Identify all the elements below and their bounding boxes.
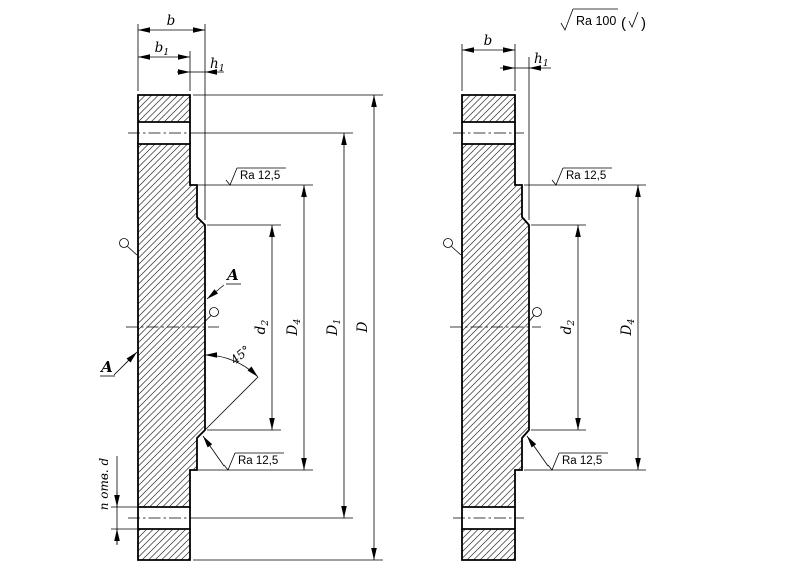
flange-body-section <box>137 143 206 508</box>
roughness-tick-icon <box>225 167 238 186</box>
dim-d2-base: d <box>253 325 269 334</box>
flange-body-section <box>461 143 530 508</box>
roughness-leader-arrow <box>526 435 549 467</box>
roughness-value: Ra 12,5 <box>240 170 280 182</box>
surface-mark-leader <box>451 246 462 256</box>
dim-D4-base: D <box>285 324 301 336</box>
dim-b1-sub: 1 <box>163 47 169 58</box>
surface-marks-left <box>119 238 219 322</box>
dim-D4-base: D <box>619 324 635 336</box>
right-dimensions: b h1 d2 D4 <box>461 33 646 471</box>
general-roughness-note: Ra 100 ( ) <box>560 8 646 32</box>
roughness-value: Ra 12,5 <box>562 455 602 467</box>
dim-label-d2: d2 <box>559 320 577 335</box>
dim-label-D1: D1 <box>325 319 343 337</box>
dim-label-D4: D4 <box>285 319 303 337</box>
roughness-tick-icon <box>223 452 236 471</box>
dim-label-b1: b1 <box>155 40 170 58</box>
surface-mark-circle <box>532 307 542 317</box>
dim-label-h1: h1 <box>534 51 549 69</box>
roughness-tick-icon <box>560 8 574 31</box>
dim-d2-sub: 2 <box>566 320 577 327</box>
dim-D4-sub: 4 <box>292 319 303 326</box>
flange-bottom-flank <box>137 528 191 561</box>
right-flange-view <box>450 94 541 561</box>
angle-arc <box>204 352 259 378</box>
flange-top-flank <box>137 94 191 123</box>
dim-label-D4: D4 <box>619 319 637 337</box>
left-flange-view <box>126 94 219 561</box>
roughness-tick-icon <box>628 11 639 28</box>
surface-a-callouts: A A <box>99 266 241 377</box>
roughness-value: Ra 12,5 <box>238 455 278 467</box>
chamfer-angle-label: 45° <box>227 343 253 368</box>
dim-D1-base: D <box>325 324 341 336</box>
roughness-value: Ra 12,5 <box>566 170 606 182</box>
dim-label-b: b <box>167 13 176 29</box>
general-roughness-value: Ra 100 <box>576 14 616 28</box>
surface-label: A <box>99 358 113 376</box>
roughness-tick-icon <box>551 167 564 186</box>
dim-label-d2: d2 <box>253 320 271 335</box>
dim-h1-base: h <box>534 51 543 67</box>
dim-d2-base: d <box>559 325 575 334</box>
surface-mark-circle <box>443 238 453 248</box>
surface-label: A <box>225 266 239 284</box>
surface-mark-circle <box>119 238 129 248</box>
roughness-leader-arrow <box>202 435 225 467</box>
dim-D4-sub: 4 <box>626 319 637 326</box>
roughness-marks-right: Ra 12,5 Ra 12,5 <box>526 167 612 471</box>
surface-marks-right <box>443 238 542 322</box>
dim-D1-sub: 1 <box>332 319 343 325</box>
holes-note-label: n отв. d <box>97 457 111 510</box>
dim-b1-base: b <box>155 40 164 56</box>
left-dimensions: 45° b b1 h1 d2 D4 D1 D n отв. d <box>97 13 383 561</box>
surface-label-arrow <box>113 351 138 376</box>
dim-h1-sub: 1 <box>219 63 225 74</box>
dim-label-D: D <box>355 321 371 333</box>
surface-mark-leader <box>127 246 138 256</box>
surface-mark-leader <box>205 315 212 322</box>
dim-label-h1: h1 <box>210 56 225 74</box>
dim-d2-sub: 2 <box>260 320 271 327</box>
dim-h1-base: h <box>210 56 219 72</box>
flange-top-flank <box>461 94 516 123</box>
paren-close: ) <box>641 15 646 32</box>
flange-bottom-flank <box>461 528 516 561</box>
paren-open: ( <box>621 15 626 32</box>
surface-mark-circle <box>209 307 219 317</box>
surface-label-arrow <box>206 284 225 300</box>
roughness-tick-icon <box>547 452 560 471</box>
roughness-marks-left: Ra 12,5 Ra 12,5 <box>202 167 286 471</box>
surface-mark-leader <box>529 315 535 322</box>
dim-label-b: b <box>484 33 493 49</box>
chamfer-extension-line <box>204 376 259 431</box>
dim-h1-sub: 1 <box>543 58 549 69</box>
